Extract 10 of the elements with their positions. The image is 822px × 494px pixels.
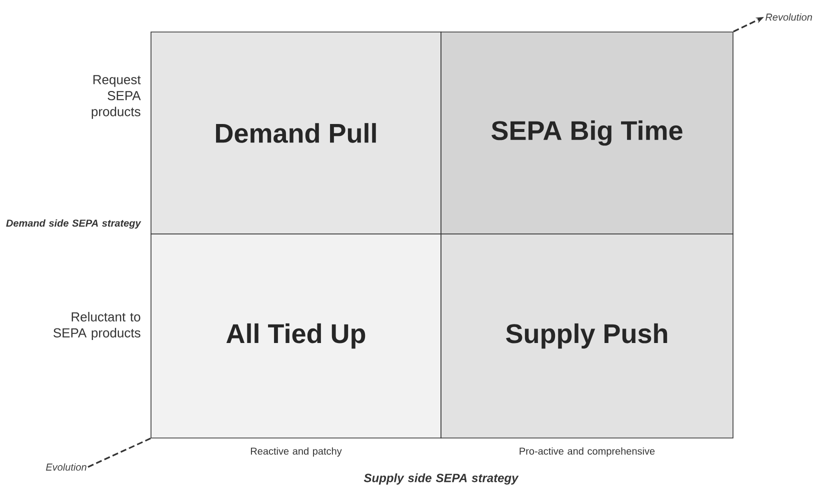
quadrant-box: All Tied Up	[150, 234, 442, 438]
quadrant-box: SEPA Big Time	[440, 32, 734, 234]
axis-label: Reactive and patchy	[250, 447, 342, 457]
axis-label: Pro-active and comprehensive	[520, 447, 655, 457]
axis-title: Demand side SEPA strategy	[6, 219, 142, 229]
quadrant-box: Demand Pull	[150, 32, 442, 234]
quadrant-box: Supply Push	[440, 234, 734, 438]
axis-end-label: Revolution	[766, 13, 812, 21]
axis-title: Supply side SEPA strategy	[364, 473, 519, 485]
axis-end-label: Evolution	[46, 463, 86, 471]
